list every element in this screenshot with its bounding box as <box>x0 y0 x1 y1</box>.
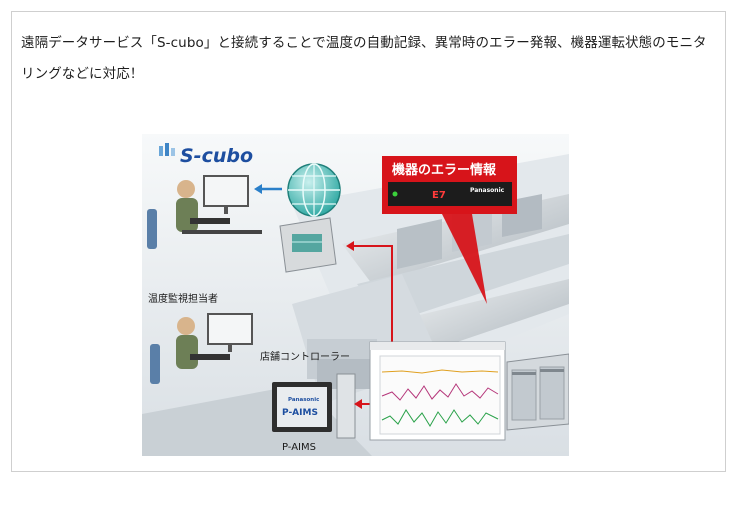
p-aims-computer: Panasonic P-AIMS <box>272 373 356 439</box>
cloud-logo-icon <box>159 143 175 156</box>
monitor-person-label: 温度監視担当者 <box>148 292 218 305</box>
content-card: 遠隔データサービス「S-cubo」と接続することで温度の自動記録、異常時のエラー… <box>11 11 726 472</box>
blue-arrow <box>254 184 282 194</box>
error-info-callout: 機器のエラー情報 E7 Panasonic <box>382 156 517 304</box>
p-aims-screen-brand: Panasonic <box>288 397 319 403</box>
red-arrow-graph <box>354 399 370 409</box>
s-cubo-logo: S-cubo <box>159 143 253 167</box>
error-banner-title: 機器のエラー情報 <box>392 162 497 178</box>
monitor-icon <box>203 175 249 207</box>
store-controller-label: 店舗コントローラー <box>260 350 350 363</box>
controller-box-illustration <box>279 217 337 273</box>
globe-icon <box>287 163 341 217</box>
person-icon <box>150 313 253 384</box>
p-aims-label: P-AIMS <box>282 442 316 453</box>
operator-top-illustration <box>147 175 262 249</box>
red-arrow <box>346 241 393 354</box>
p-aims-screen-title: P-AIMS <box>282 408 318 418</box>
refrigerator-illustration <box>506 353 569 431</box>
logo-text: S-cubo <box>180 145 253 167</box>
panel-error-code: E7 <box>432 190 446 201</box>
system-diagram-image: S-cubo <box>142 134 569 456</box>
kitchen-illustration <box>142 154 569 456</box>
temperature-graph-window <box>369 341 506 441</box>
description-text: 遠隔データサービス「S-cubo」と接続することで温度の自動記録、異常時のエラー… <box>21 35 707 82</box>
panel-brand: Panasonic <box>470 187 505 194</box>
